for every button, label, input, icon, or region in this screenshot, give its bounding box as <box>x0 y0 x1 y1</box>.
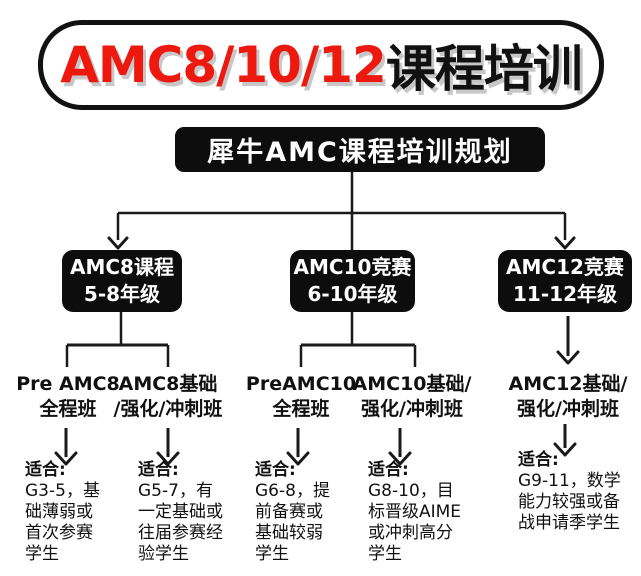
course-line2: 强化/冲刺班 <box>361 398 463 420</box>
node-amc12-grade: 11-12年级 <box>513 282 617 306</box>
banner-suffix-text: 课程培训 <box>385 40 583 98</box>
arrow-track-2-head <box>156 451 180 466</box>
audience-label: 适合: <box>518 450 559 470</box>
chart-title-box: 犀牛AMC课程培训规划 <box>175 127 545 172</box>
course-label-amc10-base: AMC10基础/ 强化/冲刺班 <box>337 372 487 422</box>
audience-text: G5-7，有 一定基础或 往届参赛经 验学生 <box>138 481 223 564</box>
audience-text: G6-8，提 前备赛或 基础较弱 学生 <box>255 481 330 564</box>
audience-text: G8-10，目 标晋级AIME 或冲刺高分 学生 <box>368 481 462 564</box>
node-amc10: AMC10竞赛 6-10年级 <box>290 250 415 312</box>
course-line2: 全程班 <box>272 398 330 420</box>
audience-label: 适合: <box>138 460 179 480</box>
arrow-track-4-head <box>388 451 412 466</box>
course-label-amc12-base: AMC12基础/ 强化/冲刺班 <box>498 372 638 422</box>
node-amc8-grade: 5-8年级 <box>83 282 161 306</box>
course-line1: AMC10基础/ <box>352 373 472 395</box>
course-line2: /强化/冲刺班 <box>113 398 223 420</box>
course-label-pre-amc10: PreAMC10 全程班 <box>226 372 376 422</box>
course-line2: 强化/冲刺班 <box>517 398 619 420</box>
banner-highlight-text: AMC8/10/12 <box>60 36 387 94</box>
node-amc10-title: AMC10竞赛 <box>293 255 412 279</box>
audience-text: G9-11，数学 能力较强或备 战申请季学生 <box>518 471 621 533</box>
audience-label: 适合: <box>368 460 409 480</box>
arrow-to-amc12-head <box>554 236 576 250</box>
node-amc12-title: AMC12竞赛 <box>506 255 624 279</box>
audience-text: G3-5，基 础薄弱或 首次参赛 学生 <box>25 481 100 564</box>
audience-label: 适合: <box>25 460 66 480</box>
course-line1: Pre AMC8 <box>16 373 120 395</box>
arrow-track-1-head <box>54 451 78 466</box>
audience-block-4: 适合: G8-10，目 标晋级AIME 或冲刺高分 学生 <box>368 460 488 565</box>
audience-block-3: 适合: G6-8，提 前备赛或 基础较弱 学生 <box>255 460 375 565</box>
audience-block-5: 适合: G9-11，数学 能力较强或备 战申请季学生 <box>518 450 638 534</box>
course-label-pre-amc8: Pre AMC8 全程班 <box>0 372 143 422</box>
course-line2: 全程班 <box>39 398 97 420</box>
node-amc12: AMC12竞赛 11-12年级 <box>498 250 632 312</box>
arrow-track-3-head <box>286 451 310 466</box>
audience-block-1: 适合: G3-5，基 础薄弱或 首次参赛 学生 <box>25 460 145 565</box>
course-line1: PreAMC10 <box>245 373 357 395</box>
course-line1: AMC12基础/ <box>508 373 628 395</box>
arrow-track-5-head <box>553 442 577 457</box>
course-line1: AMC8基础 <box>118 373 218 395</box>
chart-title: 犀牛AMC课程培训规划 <box>207 137 513 168</box>
node-amc8: AMC8课程 5-8年级 <box>62 250 182 312</box>
node-amc8-title: AMC8课程 <box>70 255 174 279</box>
arrow-amc12-course-head <box>556 350 580 365</box>
node-amc10-grade: 6-10年级 <box>307 282 398 306</box>
arrow-to-amc8-head <box>107 236 129 250</box>
audience-block-2: 适合: G5-7，有 一定基础或 往届参赛经 验学生 <box>138 460 258 565</box>
course-label-amc8-base: AMC8基础 /强化/冲刺班 <box>93 372 243 422</box>
audience-label: 适合: <box>255 460 296 480</box>
